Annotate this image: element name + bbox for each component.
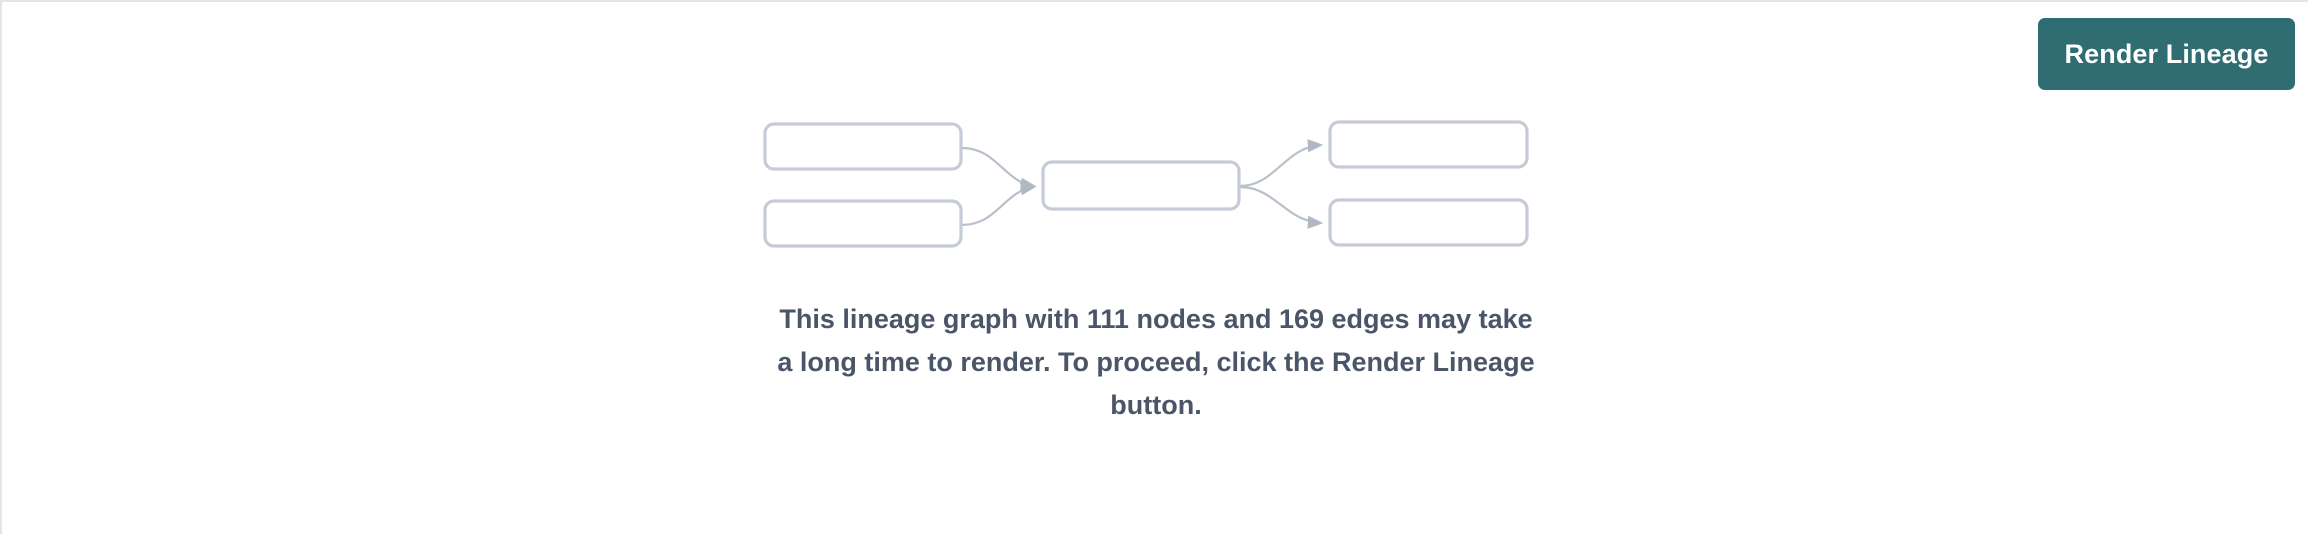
graph-node-source-1 (763, 122, 963, 171)
render-lineage-button[interactable]: Render Lineage (2038, 18, 2295, 90)
graph-node-output-1 (1328, 120, 1529, 169)
graph-node-source-2 (763, 199, 963, 248)
graph-edge (961, 146, 1037, 191)
empty-message-line-3: button. (1110, 390, 1202, 420)
graph-node-transform-1 (1041, 160, 1241, 211)
graph-edge (1239, 185, 1324, 229)
empty-message-line-2: a long time to render. To proceed, click… (777, 347, 1535, 377)
graph-edge (1239, 139, 1324, 188)
graph-node-output-2 (1328, 198, 1529, 247)
lineage-empty-message: This lineage graph with 111 nodes and 16… (761, 298, 1551, 427)
empty-message-line-1: This lineage graph with 111 nodes and 16… (779, 304, 1533, 334)
lineage-placeholder-graph (763, 120, 1529, 248)
graph-edge (961, 182, 1037, 227)
